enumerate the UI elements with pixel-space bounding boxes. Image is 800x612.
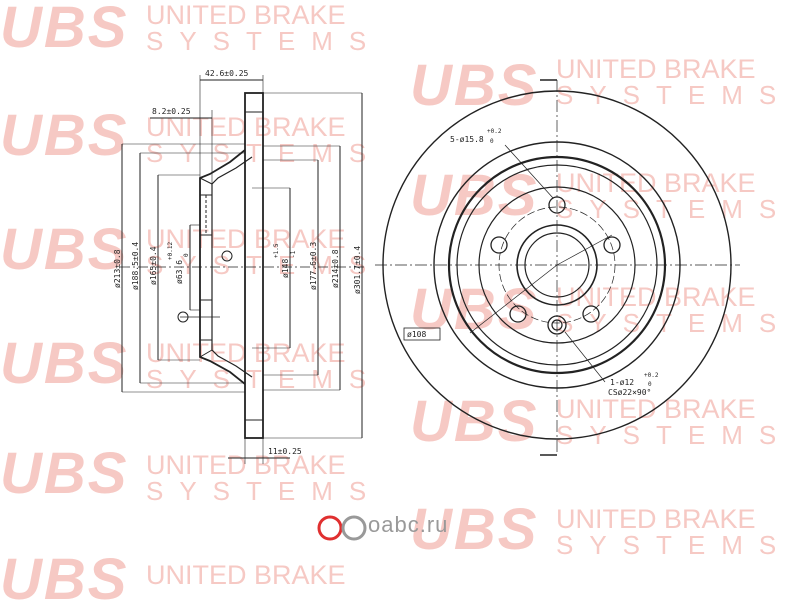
- leader-line: [469, 264, 558, 334]
- watermark-logo: UBS: [0, 441, 129, 506]
- watermark: UBS: [0, 107, 128, 165]
- watermark: UBS: [0, 221, 128, 279]
- watermark-logo: UBS: [410, 53, 539, 118]
- watermark-line2: SYSTEMS: [146, 364, 383, 394]
- watermark-line1: UNITED BRAKE: [146, 560, 346, 590]
- watermark-text: UNITED BRAKE: [146, 560, 346, 590]
- dim-label-pad-thickness: 11±0.25: [268, 447, 302, 456]
- friction-ring-outline: [244, 92, 264, 439]
- dim-label-screw-hole: 1-ø12: [610, 378, 634, 387]
- stud-hole: [603, 236, 621, 254]
- dim-label-dia-148-tol2: -1: [290, 250, 297, 258]
- watermark-logo: UBS: [0, 0, 129, 60]
- dim-label-stud-tol: +0.2: [487, 128, 502, 135]
- watermark: UBS: [410, 281, 538, 339]
- dim-label-dia-165: ø165±0.4: [149, 246, 158, 285]
- dim-label-hat-offset: 8.2±0.25: [152, 107, 191, 116]
- watermark-line2: SYSTEMS: [146, 250, 383, 280]
- watermark-line1: UNITED BRAKE: [146, 0, 346, 30]
- watermark-logo: UBS: [410, 277, 539, 342]
- watermark: UBS: [0, 445, 128, 503]
- dim-label-dia-214: ø214±0.8: [331, 249, 340, 288]
- brand-logo: [317, 515, 367, 541]
- dim-label-dia-148-tol: +1.5: [273, 243, 280, 258]
- dim-label-dia-177: ø177.6±0.3: [309, 242, 318, 290]
- stud-hole: [509, 305, 527, 323]
- watermark-text: UNITED BRAKE SYSTEMS: [556, 504, 793, 560]
- watermark-text: UNITED BRAKE SYSTEMS: [146, 0, 383, 56]
- hat-line: [199, 177, 213, 185]
- watermark-logo: UBS: [0, 103, 129, 168]
- watermark: UBS: [410, 393, 538, 451]
- pcd-label-box: [403, 327, 441, 341]
- watermark-text: UNITED BRAKE SYSTEMS: [556, 54, 792, 109]
- brand-logo-circle: [317, 515, 343, 541]
- brand-logo-circle: [341, 515, 367, 541]
- side-section-view: [120, 75, 365, 464]
- dim-label-dia-63-tol2: 0: [183, 253, 190, 257]
- stud-hole: [582, 305, 600, 323]
- stud-hole: [490, 236, 508, 254]
- dim-label-countersink: CSø22×90°: [608, 388, 651, 397]
- watermark-text: UNITED BRAKE SYSTEMS: [146, 450, 383, 506]
- brand: oabc.ru: [368, 512, 448, 538]
- brand-text: oabc.ru: [368, 512, 449, 537]
- watermark-text: UNITED BRAKE SYSTEMS: [556, 396, 792, 449]
- watermark-line1: UNITED BRAKE: [556, 54, 756, 84]
- hole-marker: [221, 250, 233, 262]
- dim-label-stud-tol2: 0: [490, 138, 494, 145]
- dim-label-dia-301: ø301.7±0.4: [353, 246, 362, 294]
- hat-line: [199, 349, 213, 358]
- dim-label-stud-holes: 5-ø15.8: [450, 135, 484, 144]
- dim-label-dia-188: ø188.5±0.4: [131, 242, 140, 290]
- watermark-line2: SYSTEMS: [146, 26, 383, 56]
- watermark: UBS: [0, 551, 128, 609]
- watermark-line2: SYSTEMS: [556, 530, 793, 560]
- watermark-logo: UBS: [410, 389, 539, 454]
- watermark: UBS: [410, 501, 538, 559]
- watermark-text: UNITED BRAKE SYSTEMS: [556, 170, 792, 223]
- watermark-logo: UBS: [410, 497, 539, 562]
- dim-label-pcd: ø108: [407, 330, 426, 339]
- watermark-logo: UBS: [0, 331, 129, 396]
- watermark-line2: SYSTEMS: [146, 476, 383, 506]
- leader-line: [564, 331, 606, 383]
- watermark: UBS: [0, 0, 128, 57]
- leader-line: [504, 144, 554, 199]
- watermark-line1: UNITED BRAKE: [556, 504, 756, 534]
- dim-label-thickness-total: 42.6±0.25: [205, 69, 249, 78]
- dim-label-dia-63: ø63.6: [175, 260, 184, 284]
- watermark: UBS: [410, 57, 538, 115]
- front-view: [375, 79, 740, 456]
- watermark-logo: UBS: [0, 547, 129, 612]
- watermark-line1: UNITED BRAKE: [146, 450, 346, 480]
- dim-label-screw-tol2: 0: [648, 381, 652, 388]
- watermark-logo: UBS: [0, 217, 129, 282]
- hat-profile-outer: [199, 149, 246, 385]
- watermark: UBS: [0, 335, 128, 393]
- dim-label-screw-tol: +0.2: [644, 372, 659, 379]
- leader-line: [556, 234, 613, 266]
- dim-label-dia-148: ø148: [281, 259, 290, 278]
- dim-label-dia-213: ø213±0.8: [113, 249, 122, 288]
- dim-label-dia-63-tol: +0.12: [167, 242, 174, 260]
